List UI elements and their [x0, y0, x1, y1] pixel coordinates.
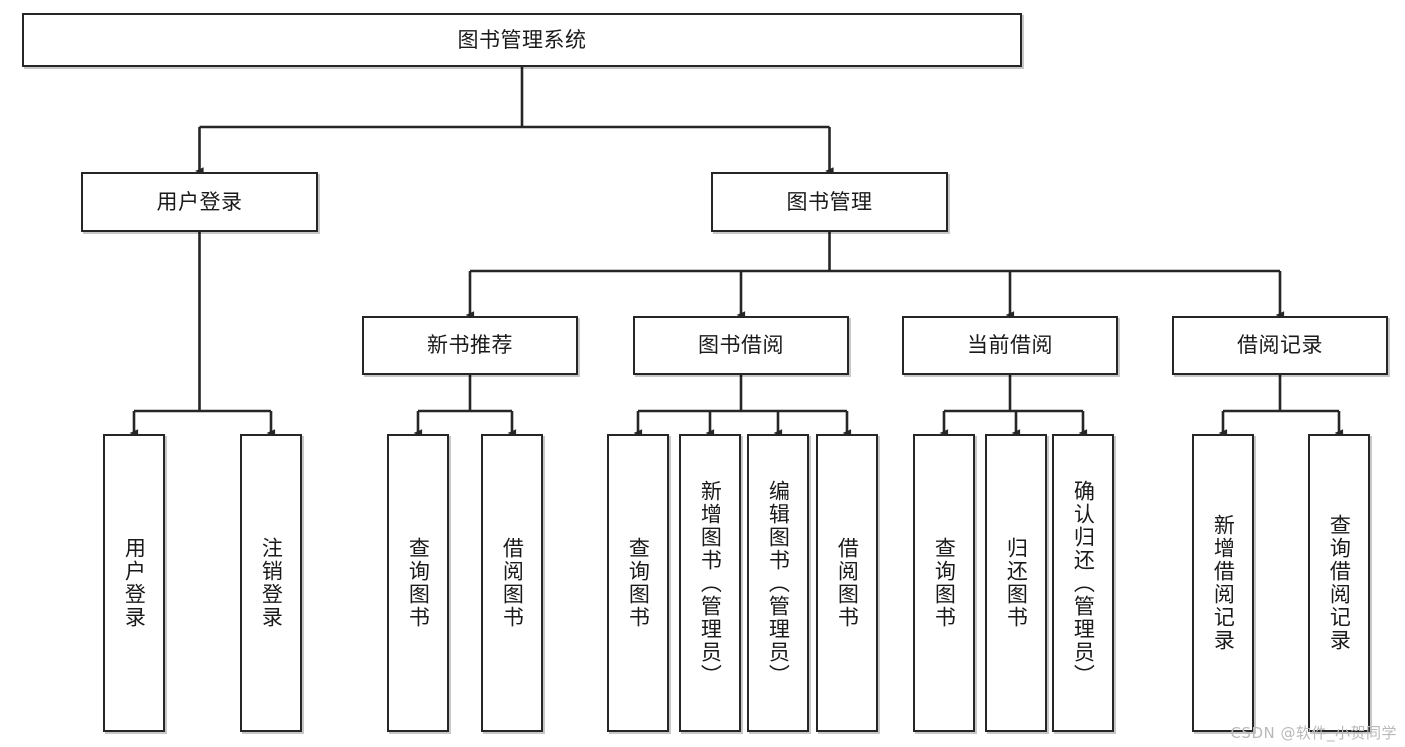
node-leaf-user-login[interactable]: 用户登录: [103, 434, 165, 732]
node-label-user-login: 用户登录: [156, 189, 243, 214]
node-label-leaf-edit-book: 编辑图书（管理员）: [766, 479, 791, 687]
node-label-book-borrow: 图书借阅: [698, 333, 784, 358]
node-root[interactable]: 图书管理系统: [22, 13, 1022, 67]
node-leaf-return-book[interactable]: 归还图书: [985, 434, 1047, 732]
node-current-borrow[interactable]: 当前借阅: [902, 316, 1118, 375]
node-leaf-borrow-book-2[interactable]: 借阅图书: [816, 434, 878, 732]
node-label-leaf-query-book-3: 查询图书: [932, 537, 957, 629]
node-leaf-confirm-return[interactable]: 确认归还（管理员）: [1052, 434, 1114, 732]
node-leaf-add-book[interactable]: 新增图书（管理员）: [679, 434, 741, 732]
node-label-leaf-query-book-1: 查询图书: [406, 537, 431, 629]
node-leaf-query-book-3[interactable]: 查询图书: [913, 434, 975, 732]
node-label-leaf-add-record: 新增借阅记录: [1211, 514, 1236, 652]
node-leaf-borrow-book-1[interactable]: 借阅图书: [481, 434, 543, 732]
node-label-leaf-borrow-book-2: 借阅图书: [835, 537, 860, 629]
node-borrow-record[interactable]: 借阅记录: [1172, 316, 1388, 375]
node-label-borrow-record: 借阅记录: [1237, 333, 1323, 358]
node-label-leaf-return-book: 归还图书: [1004, 537, 1029, 629]
node-book-borrow[interactable]: 图书借阅: [633, 316, 849, 375]
node-label-root: 图书管理系统: [457, 27, 587, 52]
node-book-manage[interactable]: 图书管理: [711, 172, 948, 232]
node-leaf-query-book-2[interactable]: 查询图书: [607, 434, 669, 732]
node-label-new-book-rec: 新书推荐: [427, 333, 513, 358]
node-leaf-query-book-1[interactable]: 查询图书: [387, 434, 449, 732]
node-label-leaf-user-logout: 注销登录: [259, 537, 284, 629]
node-label-current-borrow: 当前借阅: [967, 333, 1053, 358]
node-label-leaf-add-book: 新增图书（管理员）: [698, 479, 723, 687]
node-label-leaf-confirm-return: 确认归还（管理员）: [1071, 479, 1096, 687]
node-new-book-rec[interactable]: 新书推荐: [362, 316, 578, 375]
node-label-leaf-user-login: 用户登录: [122, 537, 147, 629]
node-label-leaf-borrow-book-1: 借阅图书: [500, 537, 525, 629]
node-leaf-user-logout[interactable]: 注销登录: [240, 434, 302, 732]
node-label-leaf-query-book-2: 查询图书: [626, 537, 651, 629]
node-leaf-query-record[interactable]: 查询借阅记录: [1308, 434, 1370, 732]
node-leaf-edit-book[interactable]: 编辑图书（管理员）: [747, 434, 809, 732]
node-label-leaf-query-record: 查询借阅记录: [1327, 514, 1352, 652]
node-leaf-add-record[interactable]: 新增借阅记录: [1192, 434, 1254, 732]
node-label-book-manage: 图书管理: [786, 189, 873, 214]
node-user-login[interactable]: 用户登录: [81, 172, 318, 232]
